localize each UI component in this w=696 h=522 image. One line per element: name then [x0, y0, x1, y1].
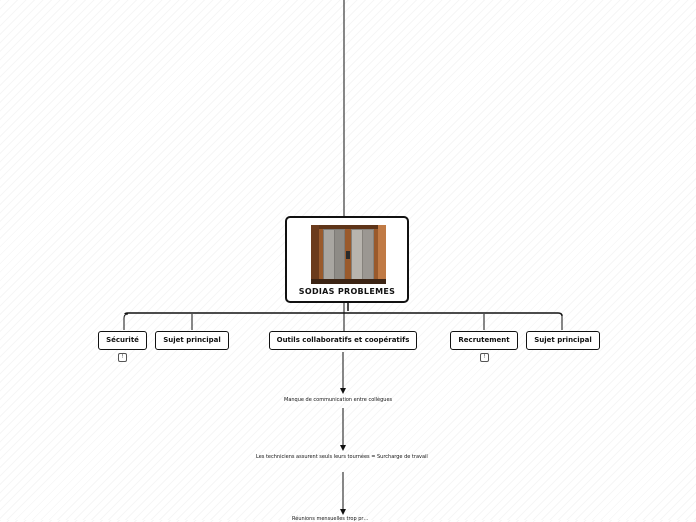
chain-item-reunions[interactable]: Réunions mensuelles trop pr…	[292, 516, 369, 522]
topic-sujet-principal-right[interactable]: Sujet principal	[526, 331, 600, 350]
topic-securite[interactable]: Sécurité	[98, 331, 147, 350]
topic-label: Sécurité	[106, 336, 139, 344]
branch-bus	[124, 303, 563, 317]
topic-label: Sujet principal	[163, 336, 221, 344]
central-title: SODIAS PROBLEMES	[298, 287, 396, 296]
central-topic[interactable]: SODIAS PROBLEMES	[285, 216, 409, 303]
topic-sujet-principal-left[interactable]: Sujet principal	[155, 331, 229, 350]
topic-label: Recrutement	[458, 336, 510, 344]
topic-outils-collaboratifs[interactable]: Outils collaboratifs et coopératifs	[269, 331, 417, 350]
chain-item-surcharge[interactable]: Les techniciens assurent seuls leurs tou…	[256, 454, 428, 460]
chain-item-communication[interactable]: Manque de communication entre collègues	[284, 397, 393, 403]
elevator-photo	[311, 225, 386, 284]
note-icon[interactable]: !	[480, 353, 489, 362]
topic-recrutement[interactable]: Recrutement	[450, 331, 518, 350]
topic-label: Sujet principal	[534, 336, 592, 344]
note-icon[interactable]: !	[118, 353, 127, 362]
topic-label: Outils collaboratifs et coopératifs	[276, 336, 410, 344]
